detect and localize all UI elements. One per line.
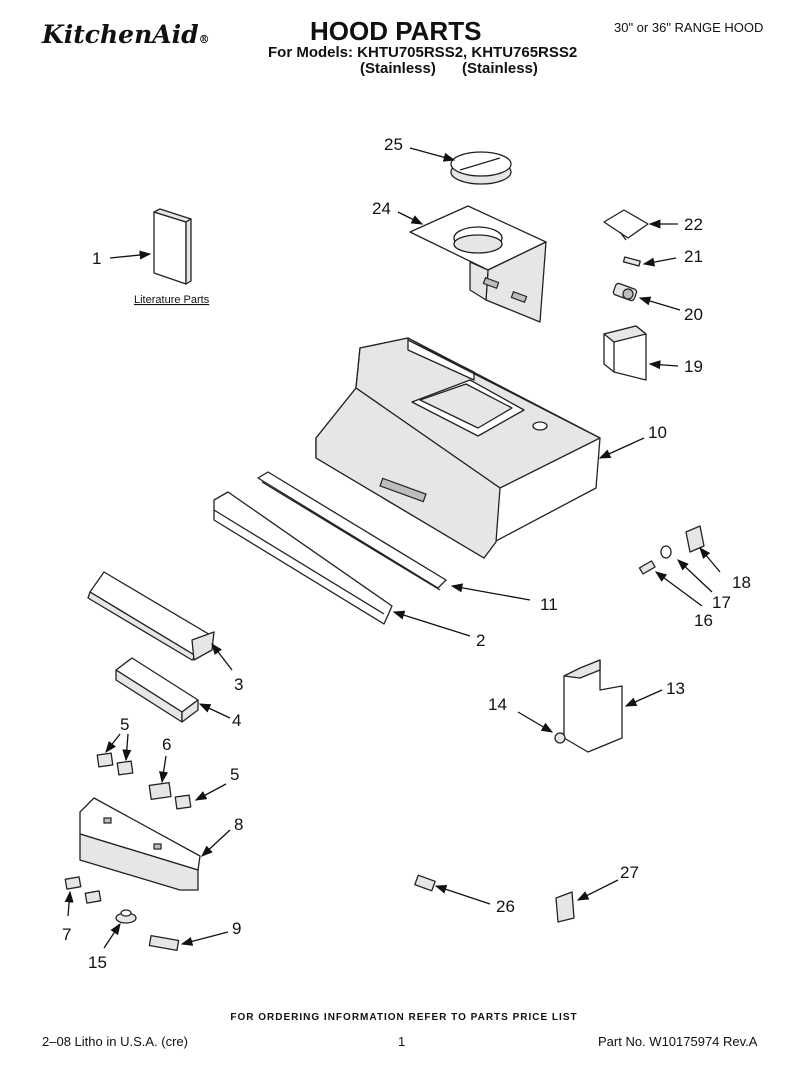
callout-5b: 5 <box>230 765 239 784</box>
hood-type: 30" or 36" RANGE HOOD <box>614 20 764 35</box>
callout-18: 18 <box>732 573 751 592</box>
part-clip-a <box>64 876 82 890</box>
callout-11: 11 <box>540 595 558 614</box>
callout-5a: 5 <box>120 715 129 734</box>
part-filter <box>115 657 199 723</box>
callout-27: 27 <box>620 863 639 882</box>
part-front-panel <box>213 491 393 625</box>
part-literature <box>153 208 192 285</box>
callout-3: 3 <box>234 675 243 694</box>
callout-4: 4 <box>232 711 241 730</box>
part-terminal-block <box>555 891 575 923</box>
part-washer <box>660 545 672 559</box>
callout-8: 8 <box>234 815 243 834</box>
page-title: HOOD PARTS <box>310 16 482 46</box>
brand-logo: KitchenAid® <box>42 20 210 49</box>
part-number: Part No. W10175974 Rev.A <box>598 1034 758 1049</box>
callout-2: 2 <box>476 631 485 650</box>
part-junction-box <box>603 325 647 381</box>
part-top-plate <box>409 205 547 323</box>
callout-22: 22 <box>684 215 703 234</box>
part-switches-a <box>96 752 134 776</box>
part-connector-small <box>414 874 436 892</box>
callout-9: 9 <box>232 919 241 938</box>
part-connector <box>612 282 638 302</box>
part-switch-b <box>174 794 192 810</box>
callout-21: 21 <box>684 247 703 266</box>
callout-25: 25 <box>384 135 403 154</box>
callout-15: 15 <box>88 953 107 972</box>
part-push-button <box>148 934 180 952</box>
part-mounting-bracket <box>603 209 649 241</box>
callout-6: 6 <box>162 735 171 754</box>
part-switch-block <box>148 782 172 800</box>
part-control-panel <box>79 797 201 891</box>
part-wiring-cover <box>563 659 623 753</box>
callout-20: 20 <box>684 305 703 324</box>
part-duct-collar <box>450 151 512 185</box>
litho-info: 2–08 Litho in U.S.A. (cre) <box>42 1034 188 1049</box>
callout-1: 1 <box>92 249 101 268</box>
literature-parts-label: Literature Parts <box>134 294 210 306</box>
callout-7: 7 <box>62 925 71 944</box>
callout-26: 26 <box>496 897 515 916</box>
part-knob <box>115 909 137 924</box>
part-clip-b <box>84 890 102 904</box>
model-variants: (Stainless) (Stainless) <box>360 60 538 77</box>
part-hood-body <box>315 337 601 559</box>
callout-24: 24 <box>372 199 391 218</box>
page-number: 1 <box>398 1034 406 1049</box>
model-numbers: For Models: KHTU705RSS2, KHTU765RSS2 <box>268 44 578 61</box>
callout-16: 16 <box>694 611 713 630</box>
part-nut <box>554 732 566 744</box>
callout-14: 14 <box>488 695 507 714</box>
part-pin <box>622 256 641 267</box>
ordering-note: FOR ORDERING INFORMATION REFER TO PARTS … <box>230 1012 578 1023</box>
callout-17: 17 <box>712 593 731 612</box>
part-clamp <box>685 525 705 553</box>
part-lamp-housing <box>87 571 215 661</box>
part-rail <box>257 471 447 591</box>
callout-19: 19 <box>684 357 703 376</box>
callout-10: 10 <box>648 423 667 442</box>
part-screw <box>638 560 656 575</box>
callout-13: 13 <box>666 679 685 698</box>
